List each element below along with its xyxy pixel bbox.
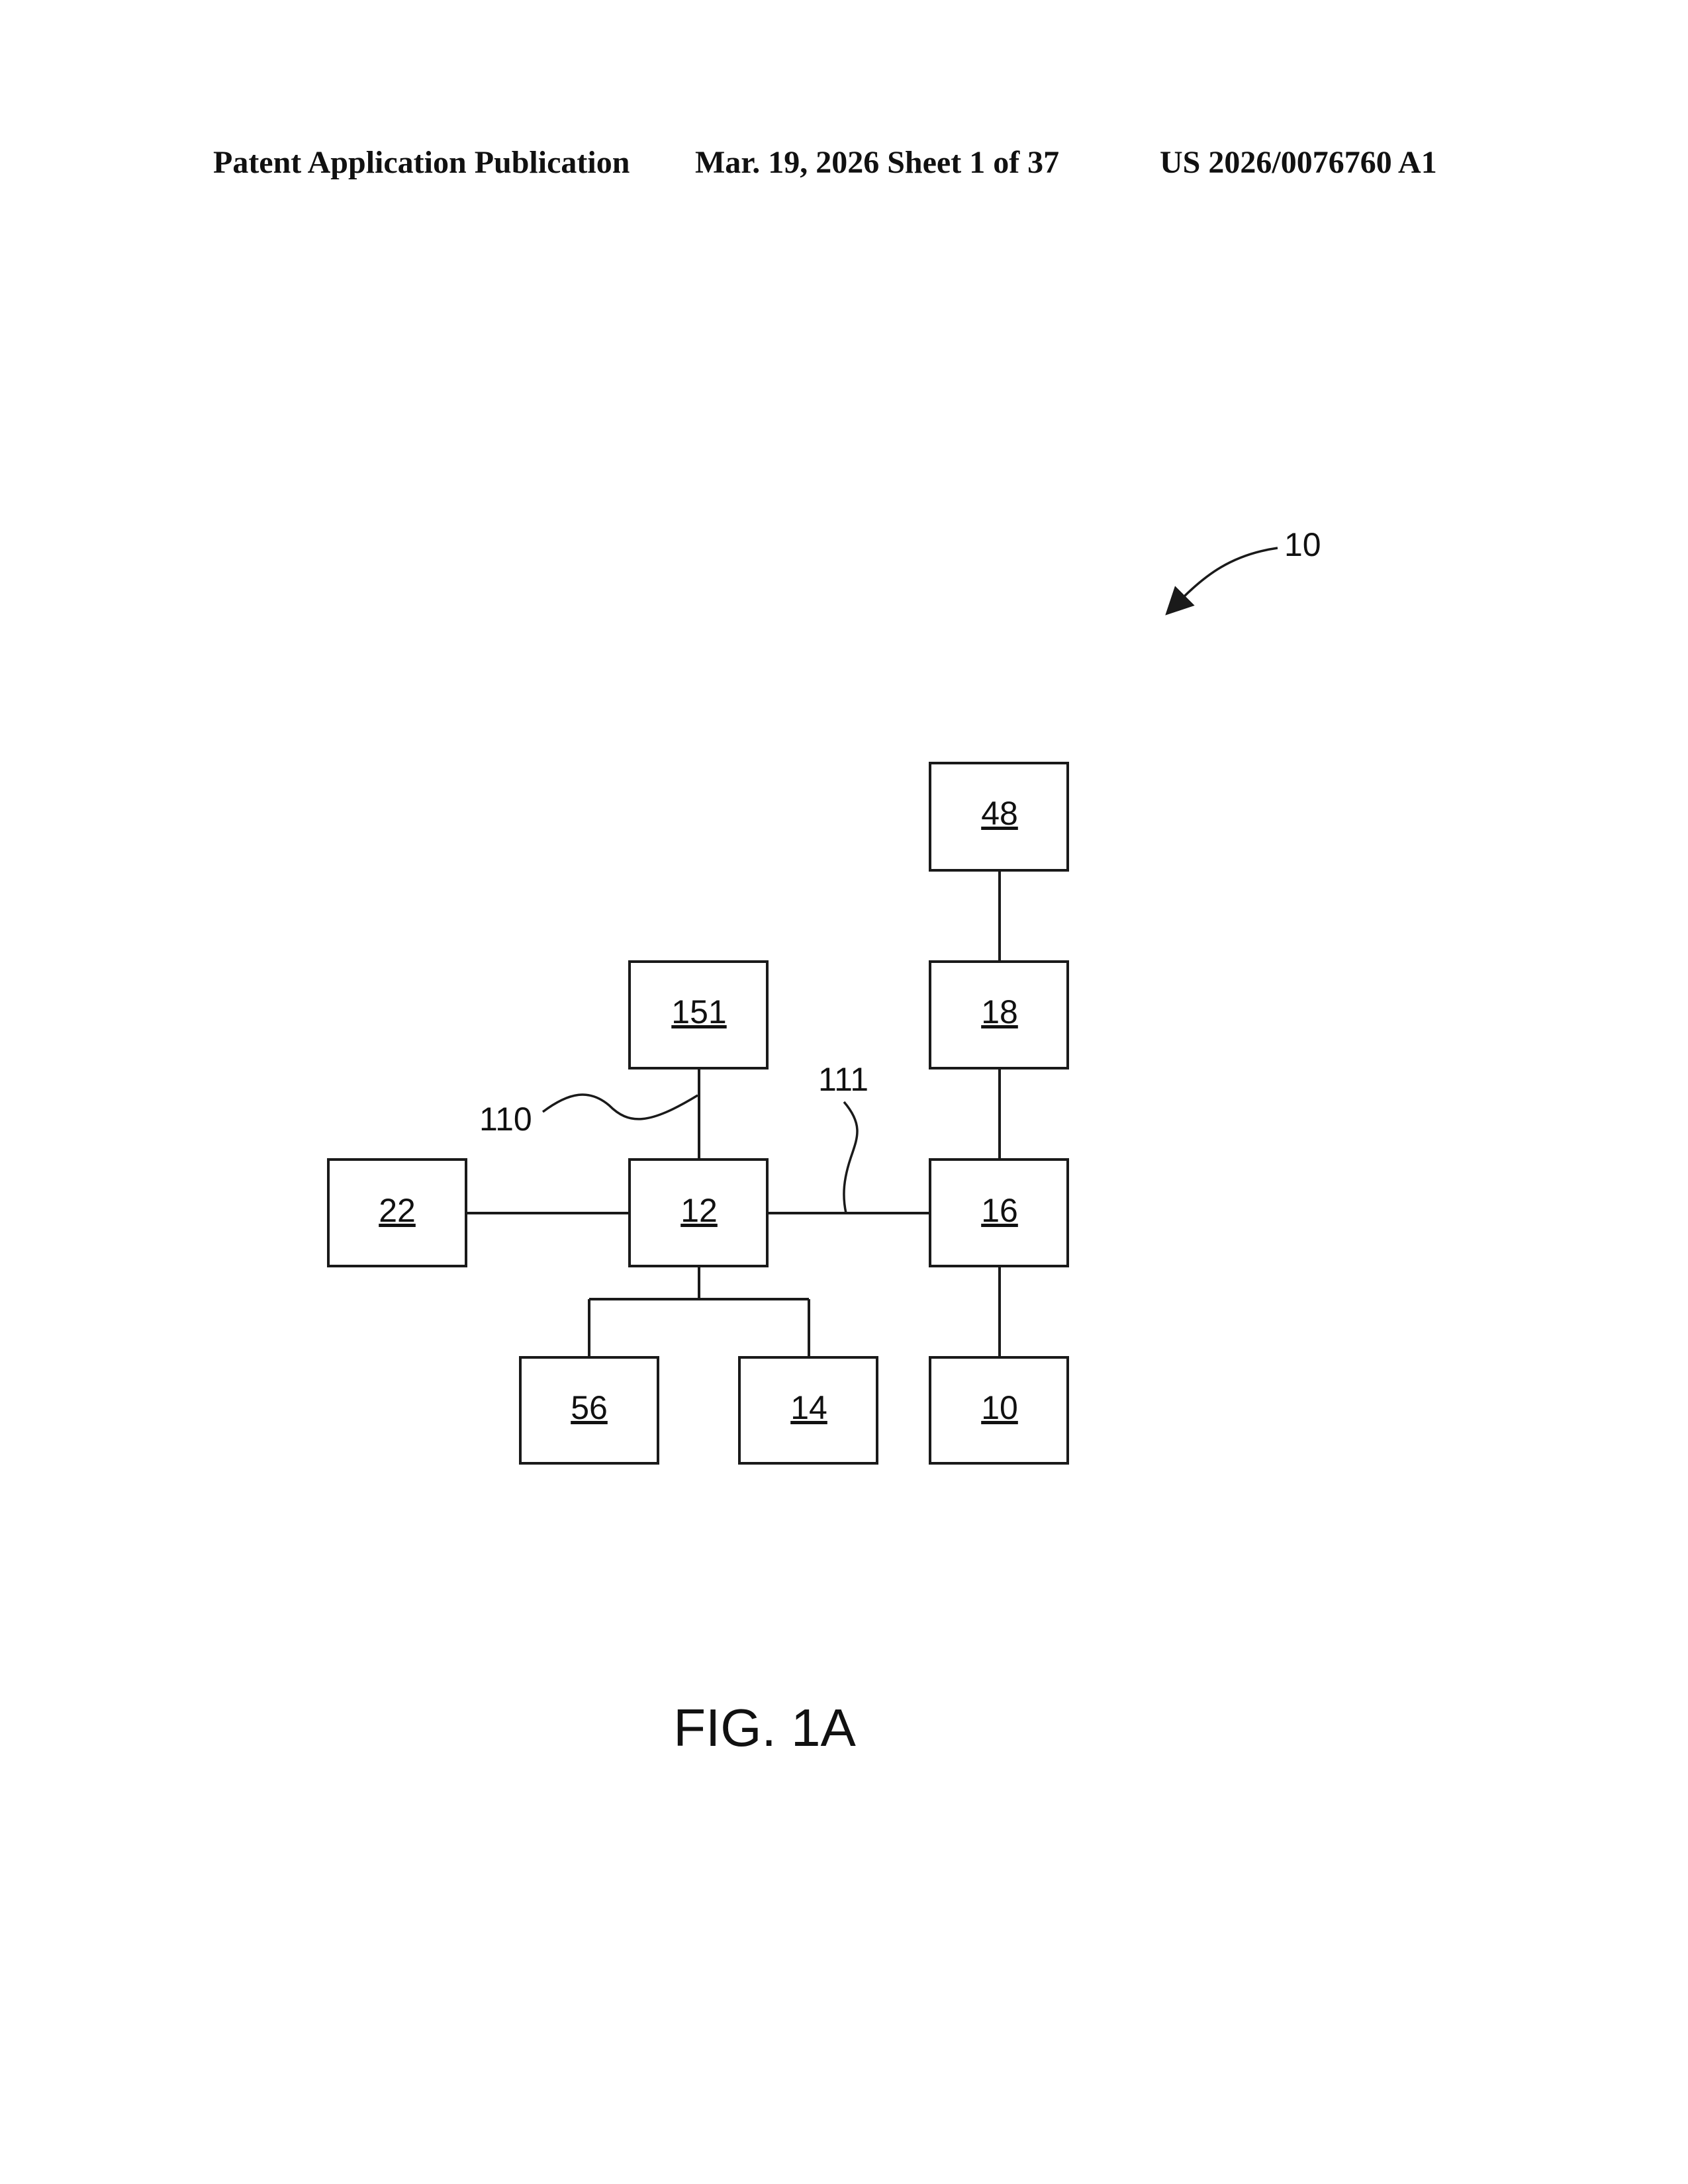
box-151: 151 <box>630 962 767 1068</box>
box-48: 48 <box>930 763 1068 870</box>
ref-label-110: 110 <box>479 1101 532 1138</box>
box-48-label: 48 <box>981 795 1018 832</box>
overall-ref-arrow <box>1182 548 1278 599</box>
box-16-label: 16 <box>981 1192 1018 1229</box>
box-22-label: 22 <box>379 1192 416 1229</box>
box-10-label: 10 <box>981 1389 1018 1426</box>
box-12: 12 <box>630 1160 767 1266</box>
box-12-label: 12 <box>680 1192 718 1229</box>
wire-12-branch <box>589 1266 809 1357</box>
figure-caption: FIG. 1A <box>673 1698 856 1757</box>
box-22: 22 <box>328 1160 466 1266</box>
overall-ref-numeral: 10 <box>1284 526 1321 563</box>
box-151-label: 151 <box>671 993 726 1030</box>
box-10: 10 <box>930 1357 1068 1463</box>
box-18: 18 <box>930 962 1068 1068</box>
leader-111 <box>844 1102 857 1213</box>
box-16: 16 <box>930 1160 1068 1266</box>
box-56-label: 56 <box>571 1389 608 1426</box>
box-14: 14 <box>739 1357 877 1463</box>
box-18-label: 18 <box>981 993 1018 1030</box>
leader-110 <box>543 1095 698 1119</box>
box-14-label: 14 <box>790 1389 827 1426</box>
box-56: 56 <box>520 1357 658 1463</box>
ref-label-111: 111 <box>818 1061 868 1098</box>
